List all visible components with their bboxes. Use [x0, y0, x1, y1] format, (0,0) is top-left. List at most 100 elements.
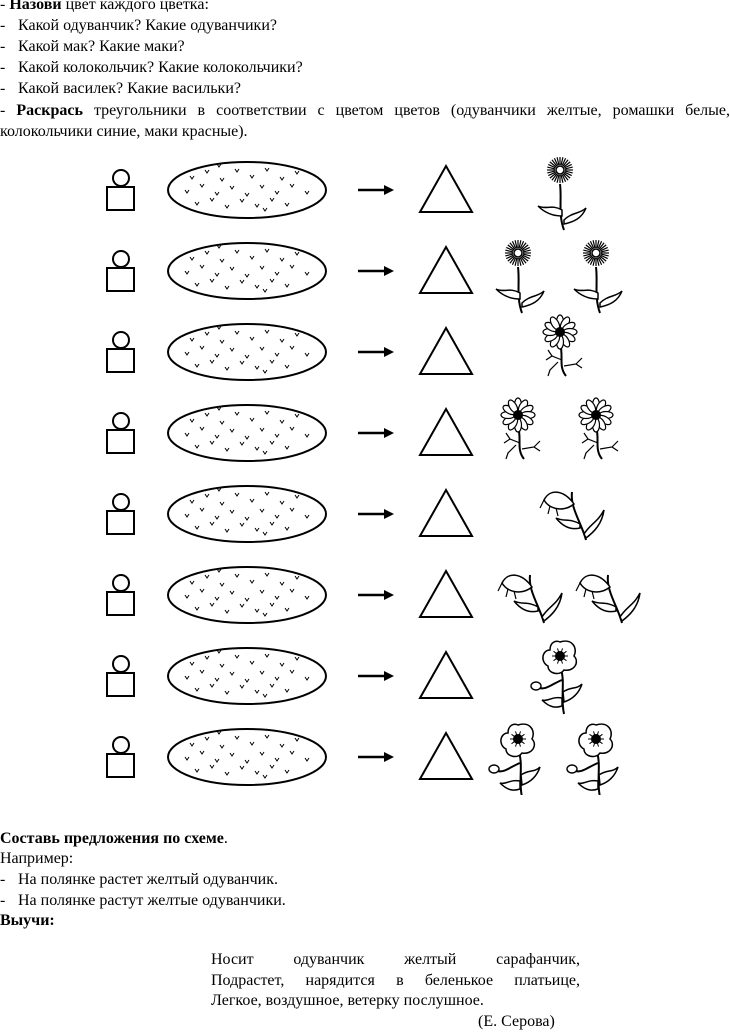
leaf	[583, 509, 605, 540]
meadow-oval	[167, 161, 327, 219]
compose-period: .	[223, 830, 228, 847]
flower-stem	[606, 574, 623, 624]
leaf	[573, 288, 599, 300]
question-3: -Какой колокольчик? Какие колокольчики?	[0, 58, 303, 78]
scheme-row	[106, 240, 623, 314]
dandelion-icon	[537, 157, 587, 231]
person-symbol	[106, 736, 135, 778]
arrow-icon	[358, 347, 394, 357]
compose-bold-text: Составь предложения по схеме	[0, 830, 224, 847]
scheme-row	[106, 397, 619, 462]
bell-head	[579, 574, 612, 593]
bellflower-icon	[539, 491, 605, 541]
color-triangle	[418, 244, 474, 294]
bullet: -	[0, 80, 6, 97]
flower-stem	[570, 491, 587, 541]
bullet: -	[0, 38, 6, 55]
flowers-daisy	[500, 397, 619, 460]
leaf	[495, 288, 521, 300]
daisy-icon	[578, 397, 619, 460]
intro-dash: -	[0, 0, 6, 13]
scheme-row	[106, 640, 583, 715]
question-4: -Какой василек? Какие васильки?	[0, 79, 241, 99]
flower-stem	[595, 266, 601, 314]
meadow-oval	[167, 566, 327, 624]
question-text: Какой одуванчик? Какие одуванчики?	[18, 17, 277, 34]
leaf	[577, 779, 599, 791]
leaf	[541, 696, 563, 708]
bullet: -	[0, 892, 6, 909]
arrow-icon	[358, 671, 394, 681]
bell-petals	[539, 499, 559, 517]
leaf	[598, 766, 619, 787]
meadow-oval	[167, 323, 327, 381]
color-triangle	[418, 568, 474, 618]
bell-petals	[575, 582, 595, 600]
flowers-dandelion	[495, 240, 623, 314]
example-text: На полянке растут желтые одуванчики.	[18, 892, 286, 909]
daisy-head	[578, 397, 614, 433]
scheme-row	[106, 723, 619, 795]
intro-bold-word: Назови	[9, 0, 62, 13]
leaf	[591, 600, 617, 613]
poem-line-1: Носит одуванчик желтый сарафанчик,	[211, 951, 580, 968]
question-text: Какой василек? Какие васильки?	[18, 80, 241, 97]
flowers-dandelion	[537, 157, 587, 231]
leaf	[499, 779, 521, 791]
daisy-head	[500, 397, 536, 433]
bullet: -	[0, 59, 6, 76]
leaf	[545, 349, 583, 377]
arrow-icon	[358, 509, 394, 519]
intro-text: цвет каждого цветка:	[61, 0, 209, 13]
person-symbol	[106, 331, 135, 373]
coloring-instruction: - Раскрась треугольники в соответствии с…	[0, 100, 730, 142]
scheme-row	[106, 485, 605, 543]
flowers-daisy	[542, 314, 583, 377]
flowers-poppy	[488, 723, 619, 795]
bellflower-icon	[575, 574, 641, 624]
coloring-text: треугольники в соответствии с цветом цве…	[0, 102, 730, 140]
compose-instruction: Составь предложения по схеме.	[0, 829, 228, 849]
question-text: Какой мак? Какие маки?	[18, 38, 185, 55]
poppy-bud	[530, 681, 542, 691]
arrow-icon	[358, 185, 394, 195]
bullet: -	[0, 17, 6, 34]
example-1: -На полянке растет желтый одуванчик.	[0, 870, 278, 890]
flowers-poppy	[530, 640, 583, 715]
bellflower-icon	[497, 574, 563, 624]
dandelion-head	[505, 240, 531, 266]
daisy-icon	[500, 397, 541, 460]
learn-heading: Выучи:	[0, 911, 55, 931]
arrow-icon	[358, 266, 394, 276]
learn-bold-text: Выучи:	[0, 912, 55, 929]
leaf	[562, 683, 583, 704]
meadow-oval	[167, 242, 327, 300]
scheme-row	[106, 157, 587, 231]
color-triangle	[418, 325, 474, 375]
poppy-icon	[530, 640, 583, 715]
leaf	[581, 432, 619, 460]
bell-head	[543, 491, 576, 510]
leaf	[537, 205, 563, 217]
leaf	[563, 207, 587, 225]
person-symbol	[106, 169, 135, 211]
example-label: Например:	[0, 850, 74, 867]
poem-line-3: Легкое, воздушное, ветерку послушное.	[211, 992, 484, 1009]
leaf	[541, 592, 563, 623]
meadow-oval	[167, 404, 327, 462]
leaf	[599, 290, 623, 308]
scheme-row	[106, 314, 583, 381]
color-triangle	[418, 487, 474, 537]
bullet: -	[0, 871, 6, 888]
flower-stem	[528, 574, 545, 624]
daisy-head	[542, 314, 578, 350]
daisy-icon	[542, 314, 583, 377]
leaf	[520, 766, 541, 787]
intro-line: - Назови цвет каждого цветка:	[0, 0, 209, 15]
person-symbol	[106, 412, 135, 454]
example-2: -На полянке растут желтые одуванчики.	[0, 891, 286, 911]
arrow-icon	[358, 752, 394, 762]
meadow-oval	[167, 728, 327, 786]
question-2: -Какой мак? Какие маки?	[0, 37, 185, 57]
poppy-bud	[566, 764, 578, 774]
